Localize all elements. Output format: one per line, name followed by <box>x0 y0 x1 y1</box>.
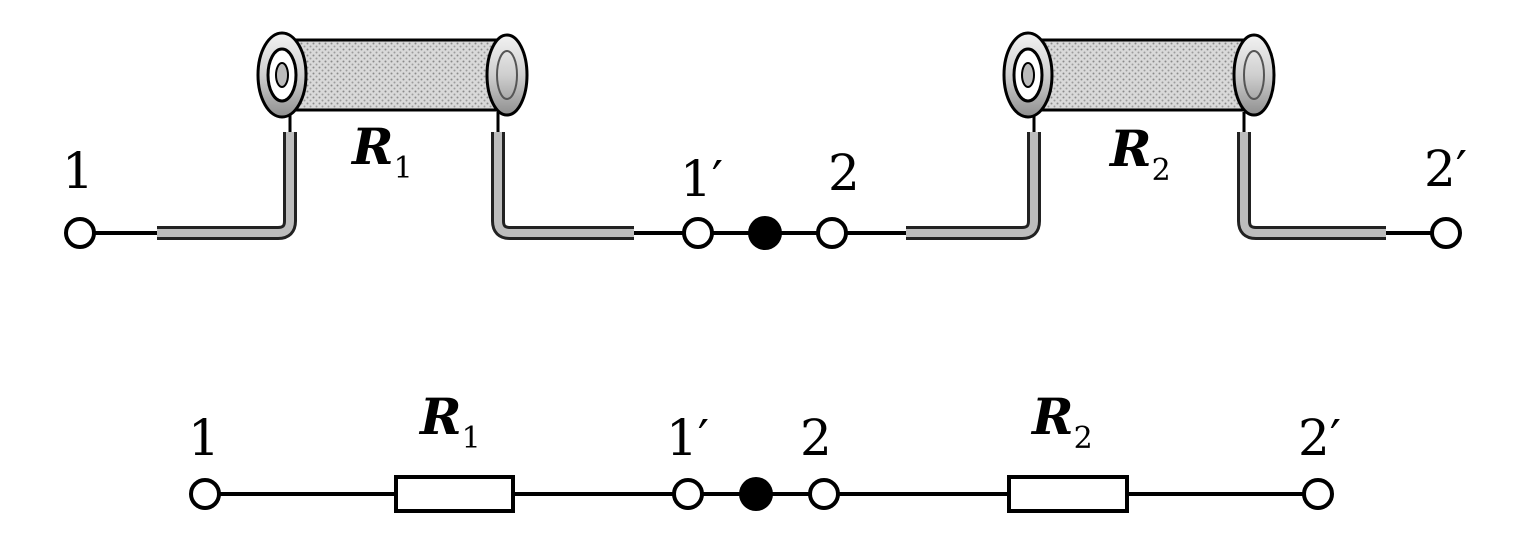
terminal-1-label: 1 <box>62 142 94 200</box>
resistor-r2-label: R2 <box>1108 119 1171 188</box>
terminal-2-prime <box>1302 478 1334 510</box>
terminal-2 <box>808 478 840 510</box>
terminal-1 <box>64 217 96 249</box>
terminal-1-prime-label: 1′ <box>666 409 709 467</box>
terminal-1-prime <box>682 217 714 249</box>
junction-dot <box>739 477 773 511</box>
terminal-1-prime <box>672 478 704 510</box>
terminal-2-prime <box>1430 217 1462 249</box>
schematic-resistor-r2 <box>1007 475 1129 513</box>
terminal-1-label: 1 <box>188 409 220 467</box>
terminal-2 <box>816 217 848 249</box>
physical-resistor-r2 <box>906 31 1386 240</box>
terminal-1-prime-label: 1′ <box>680 150 723 208</box>
resistor-r1-label: R1 <box>418 387 481 456</box>
terminal-1 <box>189 478 221 510</box>
terminal-2-label: 2 <box>828 144 860 202</box>
schematic-circuit: 1 1′ 2 2′ R1 R2 <box>188 387 1341 513</box>
physical-resistor-r1 <box>157 31 634 240</box>
resistor-r1-label: R1 <box>350 117 413 186</box>
resistor-r2-label: R2 <box>1030 387 1093 456</box>
schematic-resistor-r1 <box>394 475 515 513</box>
terminal-2-prime-label: 2′ <box>1298 409 1341 467</box>
physical-circuit: 1 1′ 2 2′ R1 R2 <box>62 31 1467 250</box>
terminal-2-prime-label: 2′ <box>1424 140 1467 198</box>
terminal-2-label: 2 <box>800 409 832 467</box>
junction-dot <box>748 216 782 250</box>
